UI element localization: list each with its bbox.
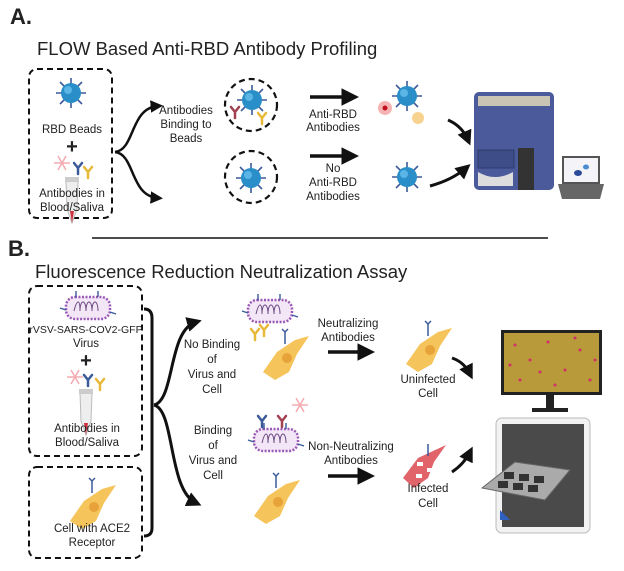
no-binding-label-line4: Cell bbox=[202, 384, 222, 396]
non-neutralizing-label-line1: Non-Neutralizing bbox=[308, 441, 394, 453]
step-label-line2: Binding to bbox=[160, 119, 211, 131]
virus-label-line1: rVSV-SARS-COV2-GFP bbox=[29, 324, 142, 336]
neutralizing-antibody-icon bbox=[258, 323, 270, 338]
infected-cell-icon bbox=[403, 444, 446, 488]
antibodies-source-label-line1: Antibodies in bbox=[39, 188, 105, 200]
neutralizing-label-line2: Antibodies bbox=[321, 332, 375, 344]
combine-bracket bbox=[143, 307, 154, 538]
virus-icon bbox=[246, 421, 306, 453]
branch-arrow-up bbox=[114, 100, 163, 154]
panel-b-title: Fluorescence Reduction Neutralization As… bbox=[35, 261, 408, 282]
bead-icon bbox=[235, 162, 267, 194]
snowflake-icon bbox=[53, 155, 71, 171]
no-anti-rbd-label-line1: No bbox=[326, 163, 341, 175]
cell-icon bbox=[262, 328, 310, 381]
neutralizing-label-line1: Neutralizing bbox=[318, 318, 379, 330]
rbd-bead-icon bbox=[55, 77, 87, 109]
virus-label-line2: Virus bbox=[73, 338, 99, 350]
antibodies-source-label-line2: Blood/Saliva bbox=[55, 437, 120, 449]
no-binding-label-line2: of bbox=[207, 354, 217, 366]
arrow-to-cytometer bbox=[447, 118, 472, 146]
antibody-icon bbox=[256, 414, 268, 429]
no-binding-label-line1: No Binding bbox=[184, 339, 240, 351]
neutralizing-antibody-icon bbox=[249, 327, 261, 342]
panel-a-letter: A. bbox=[10, 4, 32, 29]
uninfected-label-line1: Uninfected bbox=[401, 374, 456, 386]
uninfected-label-line2: Cell bbox=[418, 388, 438, 400]
no-anti-rbd-label-line3: Antibodies bbox=[306, 191, 360, 203]
cell-input-box bbox=[28, 466, 143, 559]
plus-sign: + bbox=[80, 350, 92, 372]
labeled-bead-icon bbox=[391, 80, 423, 112]
anti-rbd-label-line2: Antibodies bbox=[306, 122, 360, 134]
uninfected-cell-icon bbox=[405, 320, 453, 373]
antibody-icon bbox=[72, 161, 84, 176]
antibody-icon bbox=[276, 414, 288, 429]
binding-label-line4: Cell bbox=[203, 470, 223, 482]
panel-a-input-box bbox=[28, 68, 113, 219]
antibody-icon bbox=[229, 105, 241, 120]
ace2-cell-icon bbox=[69, 477, 117, 530]
bead-with-antibodies-circle bbox=[223, 77, 279, 133]
monitor-icon bbox=[501, 330, 602, 412]
flow-cytometer-icon bbox=[474, 92, 554, 190]
branch-arrow-down bbox=[153, 403, 202, 506]
antibody-icon bbox=[94, 377, 106, 392]
step-label-line1: Antibodies bbox=[159, 105, 213, 117]
cell-label-line2: Receptor bbox=[69, 537, 116, 549]
fluorescent-yellow-antibody-icon bbox=[412, 112, 424, 124]
cell-label-line1: Cell with ACE2 bbox=[54, 523, 130, 535]
antibody-icon bbox=[82, 373, 94, 388]
infected-label-line1: Infected bbox=[408, 483, 449, 495]
cell-icon bbox=[253, 472, 301, 525]
unlabeled-bead-icon bbox=[391, 161, 423, 193]
branch-arrow-up bbox=[153, 317, 202, 407]
branch-arrow-down bbox=[114, 150, 163, 204]
rvsv-virus-icon bbox=[58, 289, 118, 321]
infected-label-line2: Cell bbox=[418, 498, 438, 510]
non-neutralizing-label-line2: Antibodies bbox=[324, 455, 378, 467]
panel-a-title: FLOW Based Anti-RBD Antibody Profiling bbox=[37, 38, 377, 59]
step-label-line3: Beads bbox=[170, 133, 203, 145]
rbd-beads-label: RBD Beads bbox=[42, 124, 102, 136]
laptop-icon bbox=[558, 156, 604, 199]
bead-without-antibodies-circle bbox=[223, 149, 279, 205]
no-anti-rbd-label-line2: Anti-RBD bbox=[309, 177, 357, 189]
snowflake-icon bbox=[66, 369, 84, 385]
antibody-icon bbox=[256, 111, 268, 126]
panel-b-letter: B. bbox=[8, 236, 30, 261]
antibody-icon bbox=[82, 165, 94, 180]
arrow-to-cytometer bbox=[429, 164, 471, 188]
antibodies-source-label-line1: Antibodies in bbox=[54, 423, 120, 435]
binding-label-line1: Binding bbox=[194, 425, 232, 437]
arrow-to-imager bbox=[451, 446, 473, 474]
virus-antibody-input-box bbox=[28, 285, 143, 457]
plus-sign: + bbox=[66, 136, 78, 158]
sample-tube-icon bbox=[64, 176, 80, 224]
plate-imager-icon bbox=[480, 417, 591, 534]
virus-icon bbox=[240, 292, 300, 324]
binding-label-line3: Virus and bbox=[189, 455, 237, 467]
arrow-to-imager bbox=[451, 356, 473, 380]
snowflake-icon bbox=[291, 397, 309, 413]
anti-rbd-label-line1: Anti-RBD bbox=[309, 109, 357, 121]
antibodies-source-label-line2: Blood/Saliva bbox=[40, 202, 105, 214]
bead-icon bbox=[236, 84, 268, 116]
no-binding-label-line3: Virus and bbox=[188, 369, 236, 381]
binding-label-line2: of bbox=[208, 440, 218, 452]
